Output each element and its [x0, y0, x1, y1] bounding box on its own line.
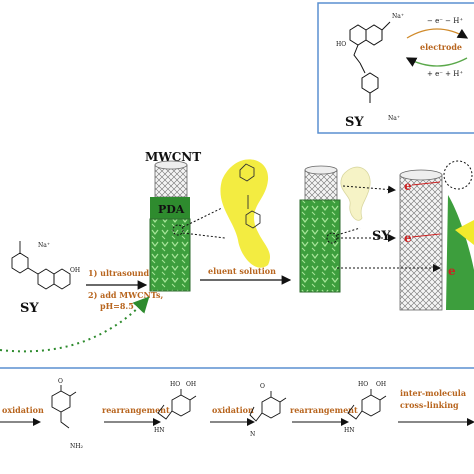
step2-label: 2) add MWCNTs,: [88, 290, 164, 300]
mech-nh-a: HN: [154, 427, 164, 434]
sy-label-mid: SY: [372, 229, 391, 244]
na-label-left: Na⁺: [38, 242, 50, 249]
dopaminechrome-structure: [249, 391, 287, 422]
mech-o-2: O: [260, 383, 265, 390]
oh-label-left: OH: [70, 267, 80, 274]
mech-o-1: O: [58, 378, 63, 385]
dotted-arrow-1: [342, 185, 396, 194]
mech-oh-1: OH: [186, 381, 196, 388]
mechanism-border: [0, 367, 474, 474]
mwcnt-pda-tube: PDA MWCNT: [145, 150, 226, 292]
pda-band: [150, 197, 190, 219]
oxidation-arrow: [406, 28, 469, 39]
electron-label-3: e: [448, 264, 456, 278]
electron-label-2: e: [404, 231, 412, 245]
mech-crosslink-2: cross-linking: [400, 400, 459, 410]
reduction-arrow: [405, 57, 468, 67]
mech-ho-1: HO: [170, 381, 180, 388]
na-label-top: Na⁺: [392, 13, 404, 20]
electrode-label: electrode: [420, 42, 462, 52]
cavity-highlight: [172, 224, 184, 236]
mech-oxidation-2: oxidation: [212, 405, 254, 415]
mech-nh-b: N: [250, 431, 255, 438]
mwcnt-mip-tube: [299, 165, 361, 293]
ho-label: HO: [336, 41, 346, 48]
sy-redox-inset: Na⁺ Na⁺ HO SY − e⁻ − H⁺ electrode + e⁻ +…: [317, 2, 474, 134]
dopaquinone-structure: [51, 385, 77, 429]
mech-rearrangement-2: rearrangement: [290, 405, 358, 415]
mech-nh-c: HN: [344, 427, 354, 434]
minus-electron-label: − e⁻ − H⁺: [427, 17, 463, 25]
mwcnt-label: MWCNT: [145, 150, 201, 164]
sy-template-molecule: [220, 159, 271, 268]
inset-border: [317, 2, 474, 134]
sy-structure-left: [11, 241, 71, 290]
step1-label: 1) ultrasound: [88, 268, 150, 278]
mech-oh-2: OH: [376, 381, 386, 388]
released-sy-molecule: [340, 166, 371, 221]
dihydroxyindole-structure: [347, 389, 387, 420]
sy-label-left: SY: [20, 301, 39, 316]
pda-mechanism-panel: oxidation O NH₂ rearrangement HO OH HN o…: [0, 367, 474, 474]
mech-rearrangement-1: rearrangement: [102, 405, 170, 415]
mech-ho-2: HO: [358, 381, 368, 388]
pda-label: PDA: [158, 203, 185, 216]
imprinted-tube-body: [149, 218, 191, 292]
mech-crosslink-1: inter-molecula: [400, 388, 466, 398]
sy-label-inset: SY: [345, 115, 364, 130]
na-label-top-2: Na⁺: [388, 115, 400, 122]
electrode-tube: e e e: [399, 160, 474, 311]
mech-oxidation-1: oxidation: [2, 405, 44, 415]
plus-electron-label: + e⁻ + H⁺: [427, 70, 463, 78]
step2-ph-label: pH=8.5: [100, 301, 134, 311]
leucodopachrome-structure: [157, 389, 197, 420]
electron-label-1: e: [404, 179, 412, 193]
sy-structure-top: [349, 21, 391, 103]
eluent-label: eluent solution: [208, 266, 276, 276]
mwcnt-exposed-top: [154, 164, 188, 198]
mech-nh2: NH₂: [70, 443, 83, 450]
